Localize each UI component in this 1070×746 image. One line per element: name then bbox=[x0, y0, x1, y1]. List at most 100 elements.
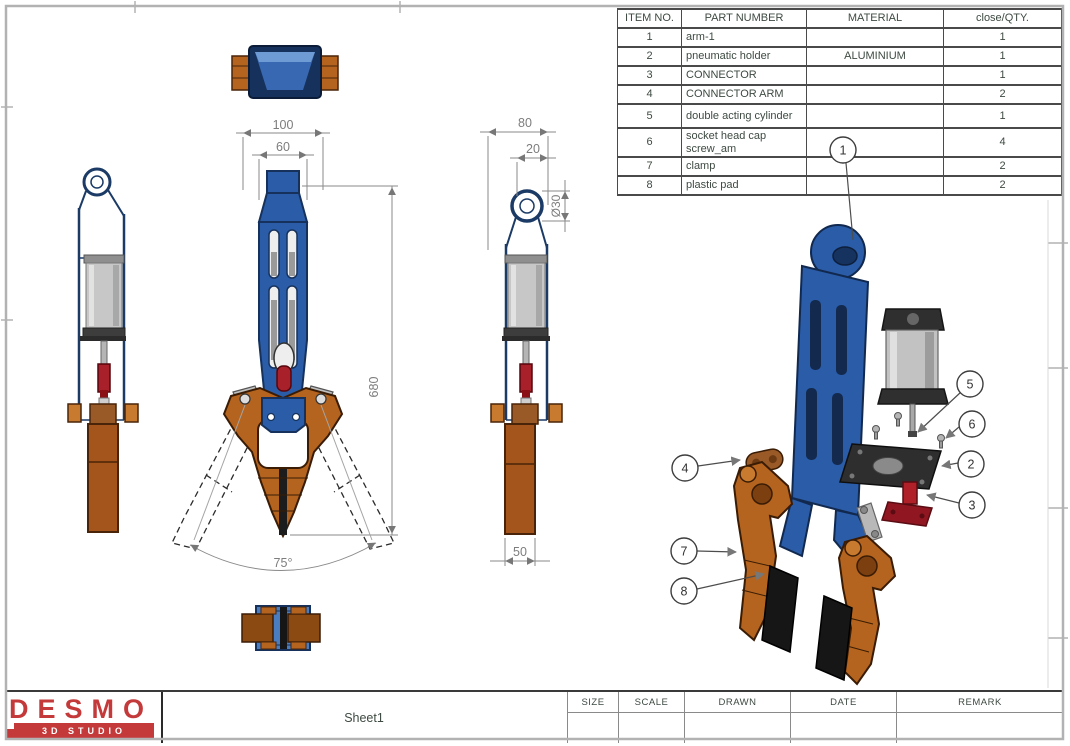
left-view-connector bbox=[97, 363, 111, 393]
bom-cell-qty: 1 bbox=[943, 65, 1062, 86]
bom-cell-part: pneumatic holder bbox=[681, 46, 807, 67]
left-side-view bbox=[67, 167, 139, 533]
balloon-7: 7 bbox=[670, 537, 698, 565]
bom-row: 4 CONNECTOR ARM 2 bbox=[617, 84, 1062, 105]
bom-header-row: ITEM NO. PART NUMBER MATERIAL close/QTY. bbox=[617, 8, 1062, 29]
bom-cell-qty: 1 bbox=[943, 27, 1062, 48]
bom-cell-part: clamp bbox=[681, 156, 807, 177]
front-view-arm-body bbox=[258, 221, 308, 401]
right-view-cylinder bbox=[507, 262, 546, 329]
exploded-connector-arm bbox=[745, 448, 784, 474]
dim-front-inner-width: 60 bbox=[276, 140, 290, 154]
dim-front-width: 100 bbox=[273, 118, 294, 132]
left-view-ring bbox=[82, 167, 112, 197]
field-drawn-label: DRAWN bbox=[685, 692, 790, 713]
bom-row: 8 plastic pad 2 bbox=[617, 175, 1062, 196]
bom-header-qty: close/QTY. bbox=[943, 8, 1062, 29]
front-view-connector bbox=[276, 365, 292, 392]
front-view-clamp bbox=[222, 386, 344, 539]
bom-cell-qty: 1 bbox=[943, 46, 1062, 67]
bom-row: 5 double acting cylinder 1 bbox=[617, 103, 1062, 129]
balloon-leaders bbox=[696, 162, 962, 590]
front-view-slots bbox=[268, 229, 298, 369]
bom-cell-material bbox=[806, 103, 944, 129]
bom-cell-qty: 4 bbox=[943, 127, 1062, 158]
balloon-3: 3 bbox=[958, 491, 986, 519]
front-view-dimensions: 100 60 680 75° bbox=[189, 118, 398, 571]
field-scale-label: SCALE bbox=[619, 692, 684, 713]
logo-cell: DESMO 3D STUDIO bbox=[5, 692, 163, 743]
title-fields: SIZE SCALE DRAWN DATE REMARK bbox=[567, 692, 1063, 743]
exploded-pad-left bbox=[761, 564, 799, 654]
bottom-view-right-clamp bbox=[287, 613, 321, 643]
exploded-holder-plate bbox=[839, 443, 942, 490]
bom-cell-part: double acting cylinder bbox=[681, 103, 807, 129]
sheet-name: Sheet1 bbox=[344, 710, 384, 725]
bom-cell-qty: 2 bbox=[943, 84, 1062, 105]
balloon-7-label: 7 bbox=[681, 545, 688, 559]
field-size: SIZE bbox=[568, 692, 619, 743]
field-size-label: SIZE bbox=[568, 692, 618, 713]
bom-row: 3 CONNECTOR 1 bbox=[617, 65, 1062, 86]
exploded-arm bbox=[778, 224, 878, 566]
left-view-cylinder-cap bbox=[83, 254, 125, 264]
bottom-view bbox=[241, 605, 321, 651]
balloon-4: 4 bbox=[671, 454, 699, 482]
exploded-pad-right bbox=[815, 594, 853, 682]
field-date: DATE bbox=[791, 692, 897, 743]
bom-cell-material bbox=[806, 65, 944, 86]
bom-cell-item: 7 bbox=[617, 156, 682, 177]
bom-cell-item: 2 bbox=[617, 46, 682, 67]
bom-cell-item: 3 bbox=[617, 65, 682, 86]
top-view-left-pad bbox=[231, 55, 253, 91]
bom-cell-qty: 2 bbox=[943, 175, 1062, 196]
logo-text: DESMO bbox=[8, 694, 153, 724]
bom-row: 6 socket head cap screw_am 4 bbox=[617, 127, 1062, 158]
dim-jaw-angle: 75° bbox=[274, 556, 293, 570]
dim-side-inner-width: 20 bbox=[526, 142, 540, 156]
balloon-2: 2 bbox=[957, 450, 985, 478]
exploded-connector bbox=[881, 481, 933, 527]
top-view-body bbox=[248, 45, 322, 99]
bom-cell-item: 4 bbox=[617, 84, 682, 105]
exploded-cylinder bbox=[877, 308, 949, 437]
bom-header-material: MATERIAL bbox=[806, 8, 944, 29]
bom-cell-material bbox=[806, 84, 944, 105]
bom-header-item: ITEM NO. bbox=[617, 8, 682, 29]
bom-cell-item: 1 bbox=[617, 27, 682, 48]
balloon-3-label: 3 bbox=[969, 499, 976, 513]
balloons: 1 4 7 8 5 bbox=[670, 136, 986, 605]
field-drawn: DRAWN bbox=[685, 692, 791, 743]
bom-cell-material bbox=[806, 27, 944, 48]
exploded-clamp-left bbox=[732, 460, 794, 642]
exploded-clamp-right bbox=[837, 534, 897, 686]
bom-table: ITEM NO. PART NUMBER MATERIAL close/QTY.… bbox=[617, 8, 1062, 196]
field-remark: REMARK bbox=[897, 692, 1063, 743]
balloon-8-label: 8 bbox=[681, 585, 688, 599]
field-remark-label: REMARK bbox=[897, 692, 1063, 713]
balloon-5: 5 bbox=[956, 370, 984, 398]
exploded-link bbox=[856, 502, 883, 543]
bom-header-part: PART NUMBER bbox=[681, 8, 807, 29]
bom-row: 1 arm-1 1 bbox=[617, 27, 1062, 48]
bom-cell-part: CONNECTOR ARM bbox=[681, 84, 807, 105]
dim-side-width: 80 bbox=[518, 116, 532, 130]
logo-subtitle: 3D STUDIO bbox=[14, 723, 154, 738]
bom-cell-part: arm-1 bbox=[681, 27, 807, 48]
right-view-connector bbox=[519, 363, 533, 393]
bom-cell-item: 8 bbox=[617, 175, 682, 196]
bom-row: 2 pneumatic holder ALUMINIUM 1 bbox=[617, 46, 1062, 67]
balloon-2-label: 2 bbox=[968, 458, 975, 472]
left-view-clamp bbox=[87, 423, 119, 533]
balloon-4-label: 4 bbox=[682, 462, 689, 476]
bom-row: 7 clamp 2 bbox=[617, 156, 1062, 177]
left-view-cylinder bbox=[85, 262, 123, 329]
right-view-dimensions: 80 20 Ø30 50 bbox=[480, 116, 570, 566]
title-block: DESMO 3D STUDIO Sheet1 SIZE SCALE DRAWN … bbox=[5, 690, 1063, 743]
bom-cell-material: ALUMINIUM bbox=[806, 46, 944, 67]
front-view-arm-top bbox=[266, 170, 300, 194]
balloon-5-label: 5 bbox=[967, 378, 974, 392]
bottom-view-left-clamp bbox=[241, 613, 274, 643]
front-view-open-position bbox=[171, 392, 395, 550]
